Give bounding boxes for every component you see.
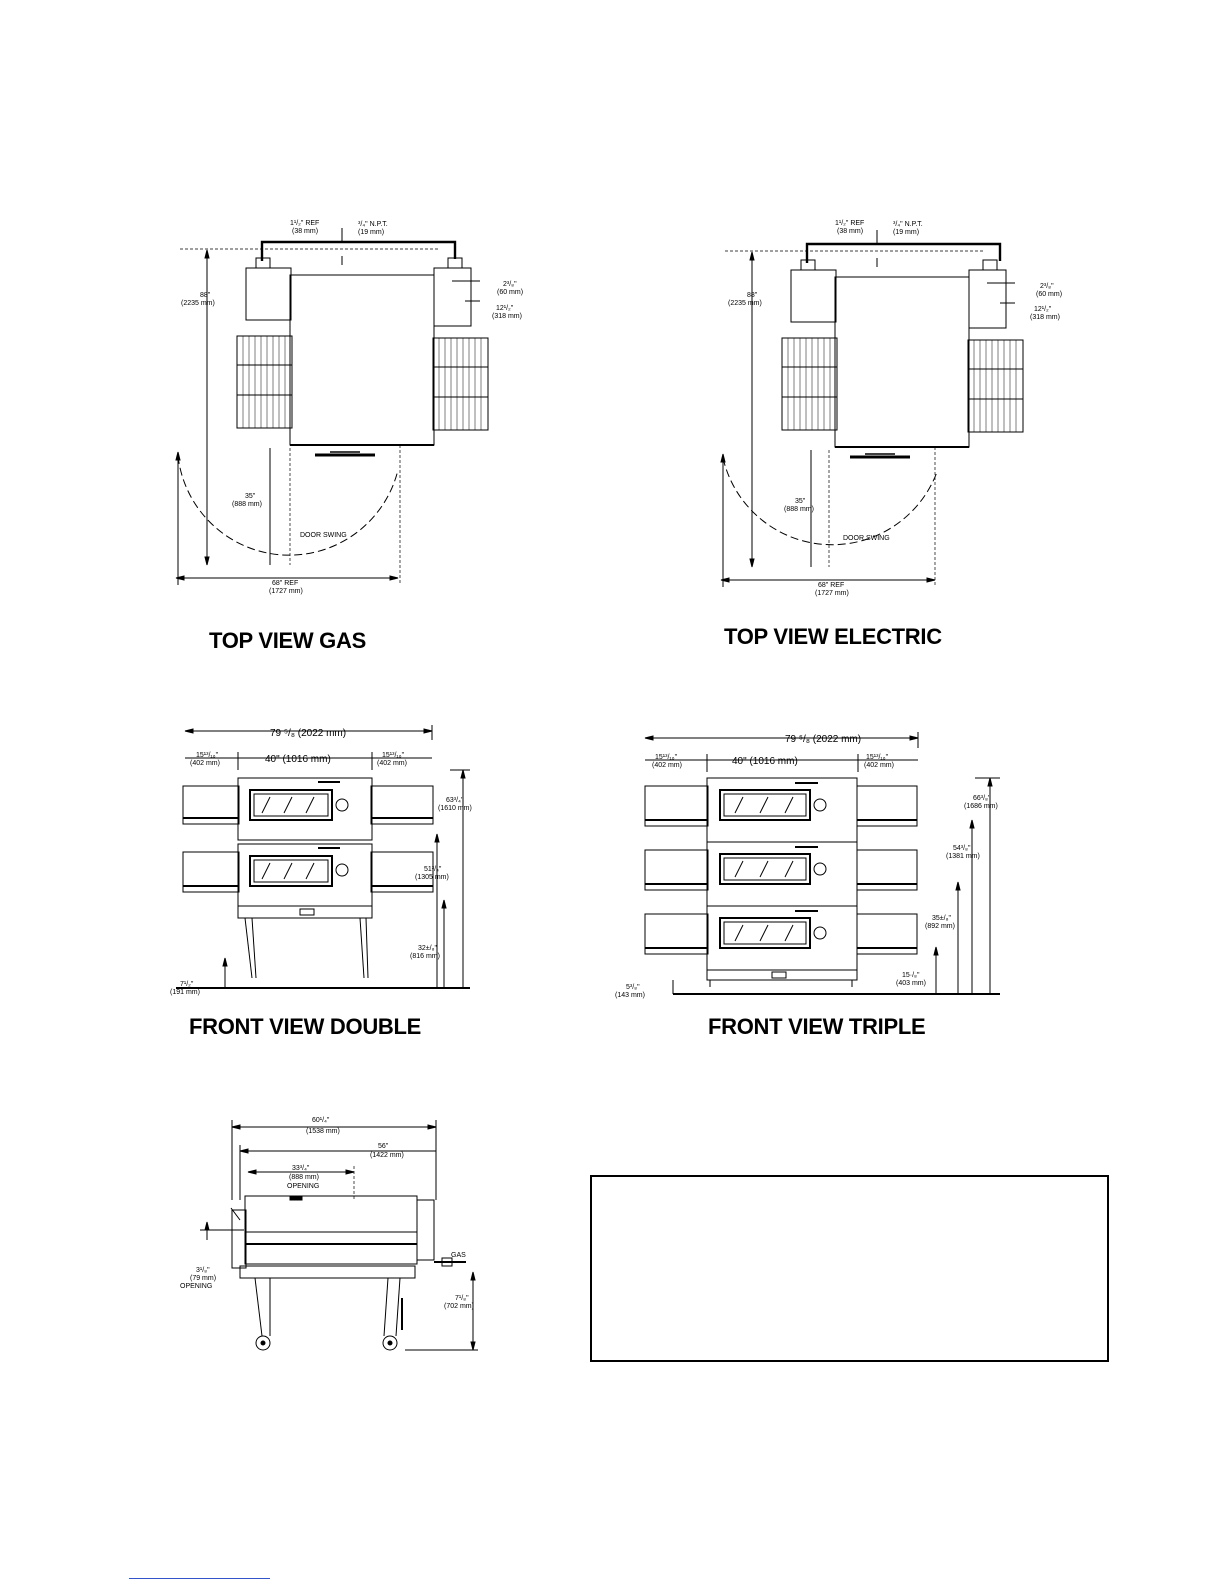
depth-label: 35": [795, 498, 806, 505]
opening-text: OPENING: [287, 1183, 319, 1190]
npt-mm: (19 mm): [358, 229, 384, 236]
top-view-electric-drawing: 1¹/₂" REF (38 mm) ³/₄" N.P.T. (19 mm) 88…: [720, 220, 1062, 597]
leg-mm: (143 mm): [615, 992, 645, 999]
npt-label: ³/₄" N.P.T.: [358, 221, 388, 228]
ref-top-mm: (38 mm): [292, 228, 318, 235]
ref-top-label: 1¹/₂" REF: [835, 220, 864, 227]
side1-label: 2³/₈": [1040, 283, 1054, 290]
front-view-triple-drawing: 79 ⁵/₈ (2022 mm) 15¹³/₁₆" (402 mm) 40" (…: [615, 732, 1000, 999]
slot-mm: (79 mm): [190, 1275, 216, 1282]
ref-top-label: 1¹/₂" REF: [290, 220, 319, 227]
gas-label: GAS: [451, 1252, 466, 1259]
front-view-triple-caption: FRONT VIEW TRIPLE: [708, 1014, 926, 1039]
body-label: 56": [378, 1143, 389, 1150]
width-label: 68" REF: [272, 580, 298, 587]
footer-link-underline: [129, 1578, 270, 1579]
leg-mm: (191 mm): [170, 989, 200, 996]
h3-mm: (892 mm): [925, 923, 955, 930]
width-mm: (1727 mm): [269, 588, 303, 595]
left-label: 15¹³/₁₆": [655, 754, 678, 761]
height-mm: (2235 mm): [728, 300, 762, 307]
front-view-double-drawing: 79 ⁵/₈ (2022 mm) 15¹³/₁₆" (402 mm) 40" (…: [170, 725, 472, 996]
notes-box: [590, 1175, 1109, 1362]
ref-top-mm: (38 mm): [837, 228, 863, 235]
h2-mm: (1305 mm): [415, 874, 449, 881]
npt-label: ³/₄" N.P.T.: [893, 221, 923, 228]
top-view-electric-caption: TOP VIEW ELECTRIC: [724, 624, 942, 649]
height-mm: (2235 mm): [181, 300, 215, 307]
leg-label: 5³/₈": [626, 984, 640, 991]
side2-label: 12¹/₂": [496, 305, 514, 312]
h2-label: 54³/₈": [953, 845, 971, 852]
left-mm: (402 mm): [190, 760, 220, 767]
h1-label: 63³/₄": [446, 797, 464, 804]
overall-label: 60¹/₄": [312, 1117, 330, 1124]
depth-mm: (888 mm): [784, 506, 814, 513]
right-label: 15¹³/₁₆": [382, 752, 405, 759]
h1-mm: (1610 mm): [438, 805, 472, 812]
slot-text: OPENING: [180, 1283, 212, 1290]
side1-mm: (60 mm): [1036, 291, 1062, 298]
overall-label: 79 ⁵/₈ (2022 mm): [270, 728, 346, 739]
width-label: 68" REF: [818, 582, 844, 589]
depth-label: 35": [245, 493, 256, 500]
overall-label: 79 ⁵/₈ (2022 mm): [785, 734, 861, 745]
h2-label: 51³/₄": [424, 866, 442, 873]
h3-mm: (816 mm): [410, 953, 440, 960]
h3-label: 35±/₈": [932, 915, 951, 922]
h1-mm: (1686 mm): [964, 803, 998, 810]
side1-label: 2³/₈": [503, 281, 517, 288]
overall-mm: (1538 mm): [306, 1128, 340, 1135]
npt-mm: (19 mm): [893, 229, 919, 236]
slot-label: 3¹/₈": [196, 1267, 210, 1274]
gas-height-label: 7¹/₈": [455, 1295, 469, 1302]
opening-label: 33³/₄": [292, 1165, 310, 1172]
depth-mm: (888 mm): [232, 501, 262, 508]
side2-label: 12¹/₂": [1034, 306, 1052, 313]
left-mm: (402 mm): [652, 762, 682, 769]
h4-label: 15·/₈": [902, 972, 920, 979]
height-label: 88": [200, 292, 211, 299]
gas-height-mm: (702 mm): [444, 1303, 474, 1310]
center-label: 40" (1016 mm): [265, 754, 331, 765]
h2-mm: (1381 mm): [946, 853, 980, 860]
front-view-double-caption: FRONT VIEW DOUBLE: [189, 1014, 422, 1039]
opening-mm: (888 mm): [289, 1174, 319, 1181]
right-label: 15¹³/₁₆": [866, 754, 889, 761]
top-view-gas-drawing: 1¹/₂" REF (38 mm) ³/₄" N.P.T. (19 mm) 88…: [175, 220, 523, 595]
side2-mm: (318 mm): [1030, 314, 1060, 321]
leg-label: 7¹/₂": [180, 981, 194, 988]
door-swing-label: DOOR SWING: [843, 535, 890, 542]
width-mm: (1727 mm): [815, 590, 849, 597]
h1-label: 66³/₈": [973, 795, 991, 802]
right-mm: (402 mm): [864, 762, 894, 769]
side1-mm: (60 mm): [497, 289, 523, 296]
center-label: 40" (1016 mm): [732, 756, 798, 767]
left-label: 15¹³/₁₆": [196, 752, 219, 759]
h4-mm: (403 mm): [896, 980, 926, 987]
side-view-drawing: 60¹/₄" (1538 mm) 56" (1422 mm) 33³/₄" (8…: [180, 1117, 478, 1351]
body-mm: (1422 mm): [370, 1152, 404, 1159]
height-label: 88": [747, 292, 758, 299]
top-view-gas-caption: TOP VIEW GAS: [209, 628, 366, 653]
side2-mm: (318 mm): [492, 313, 522, 320]
door-swing-label: DOOR SWING: [300, 532, 347, 539]
h3-label: 32±/₈": [418, 945, 437, 952]
right-mm: (402 mm): [377, 760, 407, 767]
